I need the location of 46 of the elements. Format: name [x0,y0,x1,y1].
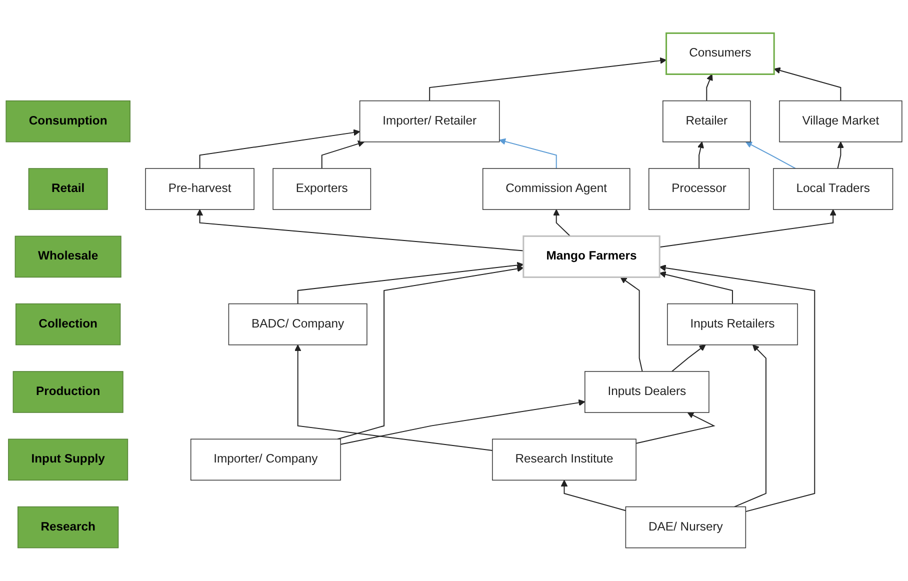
node-box: Consumers [666,32,775,75]
node-box: Processor [648,168,750,210]
node-box: Research Institute [492,438,636,481]
arrow [774,67,842,102]
arrow [659,209,836,248]
node-box: Exporters [272,168,372,210]
arrow [734,344,766,508]
arrow [321,140,365,169]
node-box: Collection [15,303,121,346]
arrow [337,265,524,440]
arrow [297,262,524,304]
node-box: Wholesale [14,236,122,278]
node-box: Village Market [779,100,902,142]
arrow [196,209,524,252]
node-box: DAE/ Nursery [625,506,746,548]
node-box: Commission Agent [482,168,630,210]
arrow [837,142,844,169]
node-box: Retail [28,168,108,210]
node-box: Retailer [662,100,751,142]
arrow [499,138,557,169]
arrow [745,142,796,169]
node-box: BADC/ Company [228,303,368,346]
arrow [553,209,571,237]
arrow [429,57,667,102]
arrow [659,271,733,304]
node-box: Input Supply [8,438,128,481]
arrow [340,399,586,445]
node-box: Research [18,506,119,548]
arrow [199,129,360,169]
node-box: Consumption [6,100,130,142]
arrow [560,480,626,512]
arrow [659,264,816,512]
node-box: Mango Farmers [522,235,660,278]
arrow [671,344,706,372]
arrow [706,74,713,102]
node-box: Production [12,371,124,413]
node-box: Inputs Retailers [667,303,798,346]
node-box: Local Traders [773,168,894,210]
arrow [294,344,493,452]
arrow [620,276,643,372]
node-box: Importer/ Retailer [359,100,500,142]
node-box: Inputs Dealers [584,371,710,413]
arrow [697,142,704,169]
node-box: Importer/ Company [190,438,341,481]
node-box: Pre-harvest [145,168,254,210]
arrow [636,412,716,444]
